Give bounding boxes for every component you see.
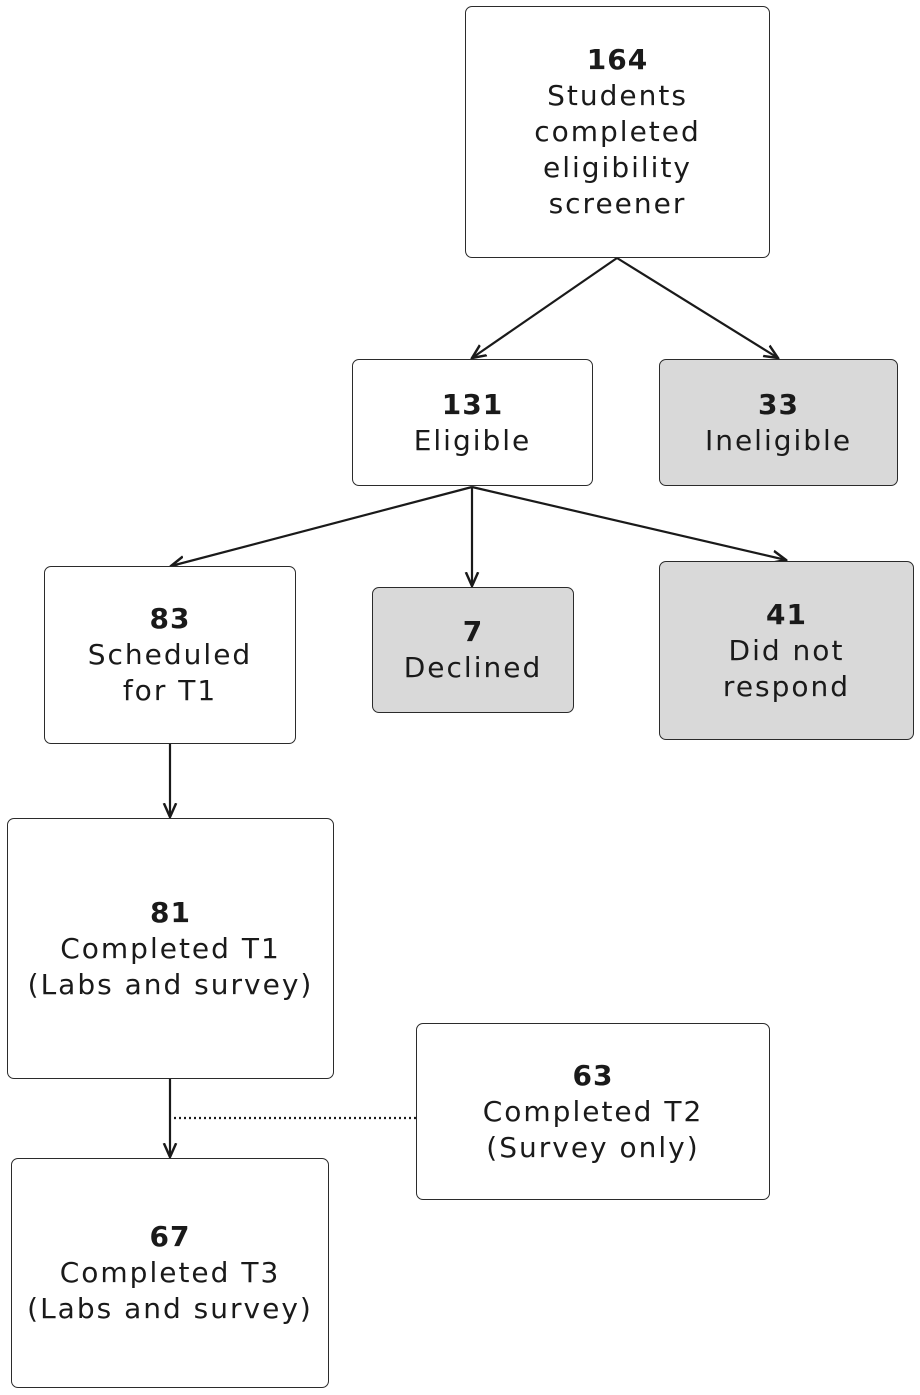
node-label: Did not respond xyxy=(722,633,851,703)
node-count: 83 xyxy=(149,602,191,635)
node-label: Scheduled for T1 xyxy=(87,638,253,707)
arrow-screened-to-eligible xyxy=(472,257,618,358)
node-count: 63 xyxy=(572,1058,614,1092)
node-declined: 7 Declined xyxy=(372,587,574,713)
node-count: 41 xyxy=(766,597,807,631)
arrow-eligible-to-scheduled xyxy=(171,485,473,566)
node-t3: 67 Completed T3 (Labs and survey) xyxy=(11,1158,329,1388)
node-count: 33 xyxy=(758,387,799,421)
node-scheduled: 83 Scheduled for T1 xyxy=(44,566,296,744)
node-label: Ineligible xyxy=(704,423,853,457)
node-ineligible: 33 Ineligible xyxy=(659,359,898,486)
node-label: Students completed eligibility screener xyxy=(534,79,701,220)
node-t1: 81 Completed T1 (Labs and survey) xyxy=(7,818,334,1079)
node-label: Completed T2 (Survey only) xyxy=(482,1094,704,1164)
node-label: Completed T1 (Labs and survey) xyxy=(27,931,314,1001)
node-label: Completed T3 (Labs and survey) xyxy=(27,1256,313,1325)
node-no-response: 41 Did not respond xyxy=(659,561,914,740)
node-count: 7 xyxy=(462,615,484,648)
arrow-eligible-to-no-response xyxy=(471,485,786,560)
node-label: Declined xyxy=(403,651,543,684)
node-label: Eligible xyxy=(413,423,532,457)
node-eligible: 131 Eligible xyxy=(352,359,593,486)
node-t2: 63 Completed T2 (Survey only) xyxy=(416,1023,770,1200)
arrow-screened-to-ineligible xyxy=(616,257,778,358)
node-count: 81 xyxy=(150,895,191,929)
node-count: 131 xyxy=(441,387,504,421)
node-screened: 164 Students completed eligibility scree… xyxy=(465,6,770,258)
node-count: 164 xyxy=(586,43,649,76)
node-count: 67 xyxy=(149,1220,191,1253)
